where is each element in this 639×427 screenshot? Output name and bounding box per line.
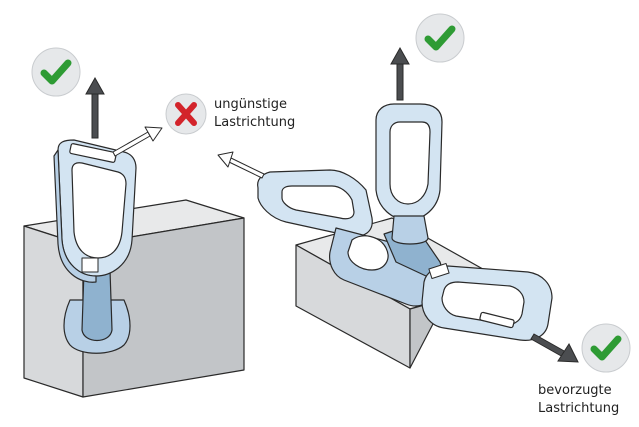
left-ring-opening	[71, 162, 127, 259]
right-lifting-plate	[257, 103, 553, 341]
left-ring-link	[81, 269, 113, 342]
cross-icon	[165, 93, 207, 135]
left-scene	[23, 76, 245, 398]
right-upright-ring-opening	[389, 121, 431, 205]
right-plate-right-wing-opening	[441, 281, 525, 326]
right-up-arrow	[390, 46, 410, 101]
right-plate-center-hole	[347, 235, 389, 271]
left-up-arrow	[85, 76, 105, 139]
check-icon	[415, 13, 465, 63]
preferred-direction-label: bevorzugte Lastrichtung	[538, 382, 619, 418]
right-preferred-arrow	[530, 333, 579, 363]
left-diagonal-arrow	[112, 126, 163, 157]
preferred-direction-line-1: bevorzugte	[538, 383, 612, 398]
right-plate-left-wing-opening	[281, 185, 355, 220]
right-diagonal-arrow	[217, 151, 265, 179]
right-plate-small-marking	[428, 262, 450, 280]
left-ring-edge	[53, 149, 97, 283]
right-plate-marking	[479, 311, 515, 329]
check-icon	[31, 47, 81, 97]
unfavorable-direction-line-1: ungünstige	[214, 97, 287, 112]
check-icon	[581, 323, 631, 373]
unfavorable-direction-label: ungünstige Lastrichtung	[214, 96, 295, 132]
right-scene	[217, 46, 579, 369]
left-lifting-ring	[53, 139, 137, 354]
preferred-direction-line-2: Lastrichtung	[538, 401, 620, 416]
left-ring-label-plate	[69, 143, 117, 163]
unfavorable-direction-line-2: Lastrichtung	[214, 115, 296, 130]
right-upright-ring-stem	[391, 215, 429, 245]
left-ring-lower-marking	[81, 257, 99, 273]
